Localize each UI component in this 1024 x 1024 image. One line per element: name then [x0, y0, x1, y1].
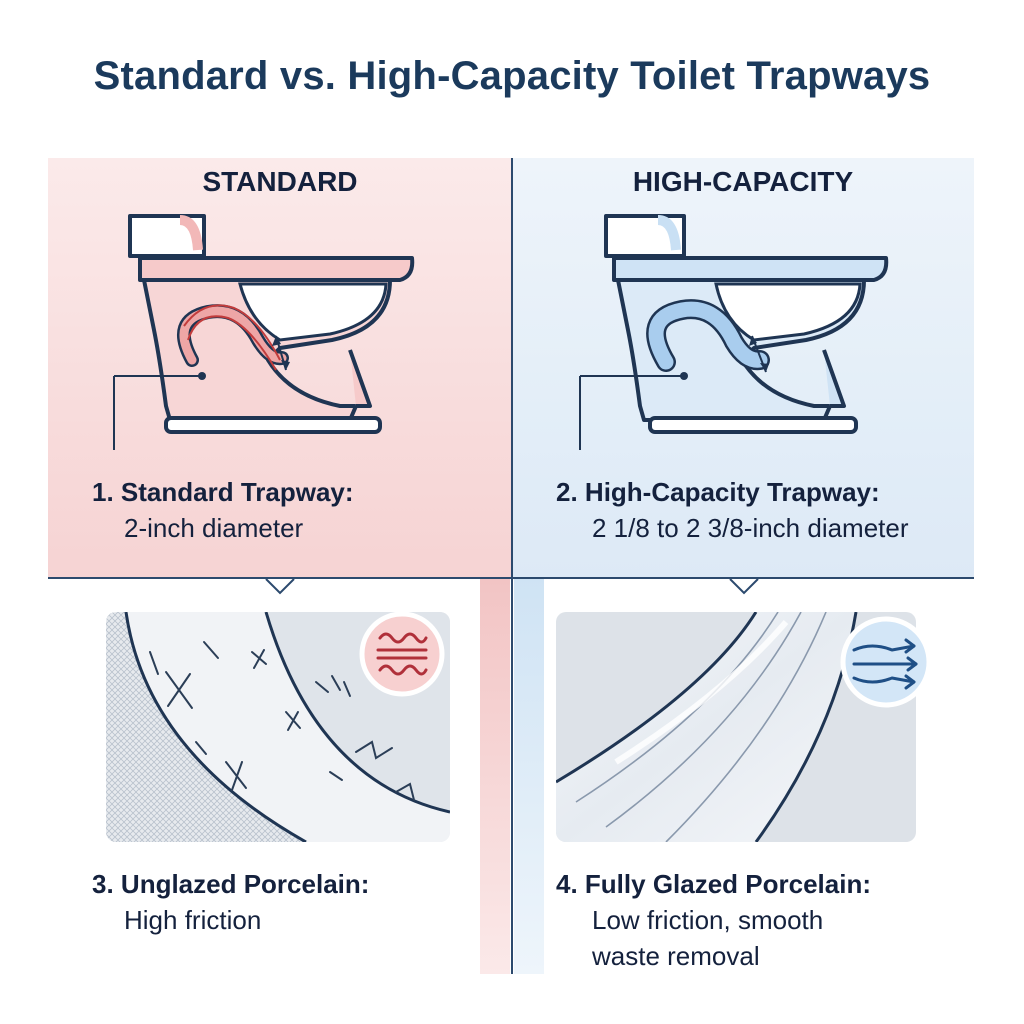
friction-icon — [359, 611, 445, 697]
unglazed-porcelain-label: 3. Unglazed Porcelain: High friction — [92, 866, 369, 938]
high-capacity-accent-strip — [514, 578, 544, 974]
high-capacity-heading: HIGH-CAPACITY — [632, 166, 854, 197]
label-title: Unglazed Porcelain: — [120, 869, 370, 899]
label-title: Fully Glazed Porcelain: — [584, 869, 871, 899]
vertical-divider — [511, 158, 513, 974]
label-number: 3. — [92, 869, 114, 899]
standard-panel-background — [48, 158, 512, 578]
label-number: 4. — [556, 869, 578, 899]
label-number: 2. — [556, 477, 578, 507]
horizontal-divider — [48, 577, 974, 579]
standard-toilet-icon — [113, 214, 415, 450]
label-title: High-Capacity Trapway: — [584, 477, 880, 507]
page-title: Standard vs. High-Capacity Toilet Trapwa… — [93, 54, 931, 98]
glazed-porcelain-label: 4. Fully Glazed Porcelain: Low friction,… — [556, 866, 871, 974]
label-description: High friction — [124, 905, 262, 935]
smooth-flow-icon — [840, 616, 932, 708]
label-description: 2 1/8 to 2 3/8-inch diameter — [592, 513, 909, 543]
standard-caret-icon — [265, 578, 295, 595]
high-capacity-trapway-label: 2. High-Capacity Trapway: 2 1/8 to 2 3/8… — [556, 474, 909, 546]
standard-heading: STANDARD — [202, 166, 358, 197]
standard-trapway-label: 1. Standard Trapway: 2-inch diameter — [92, 474, 354, 546]
label-number: 1. — [92, 477, 114, 507]
label-title: Standard Trapway: — [120, 477, 354, 507]
label-description-line-1: Low friction, smooth — [592, 905, 824, 935]
standard-accent-strip — [480, 578, 510, 974]
high-capacity-caret-icon — [729, 578, 759, 595]
label-description-line-2: waste removal — [592, 941, 760, 971]
high-capacity-toilet-icon — [579, 214, 889, 450]
label-description: 2-inch diameter — [124, 513, 304, 543]
